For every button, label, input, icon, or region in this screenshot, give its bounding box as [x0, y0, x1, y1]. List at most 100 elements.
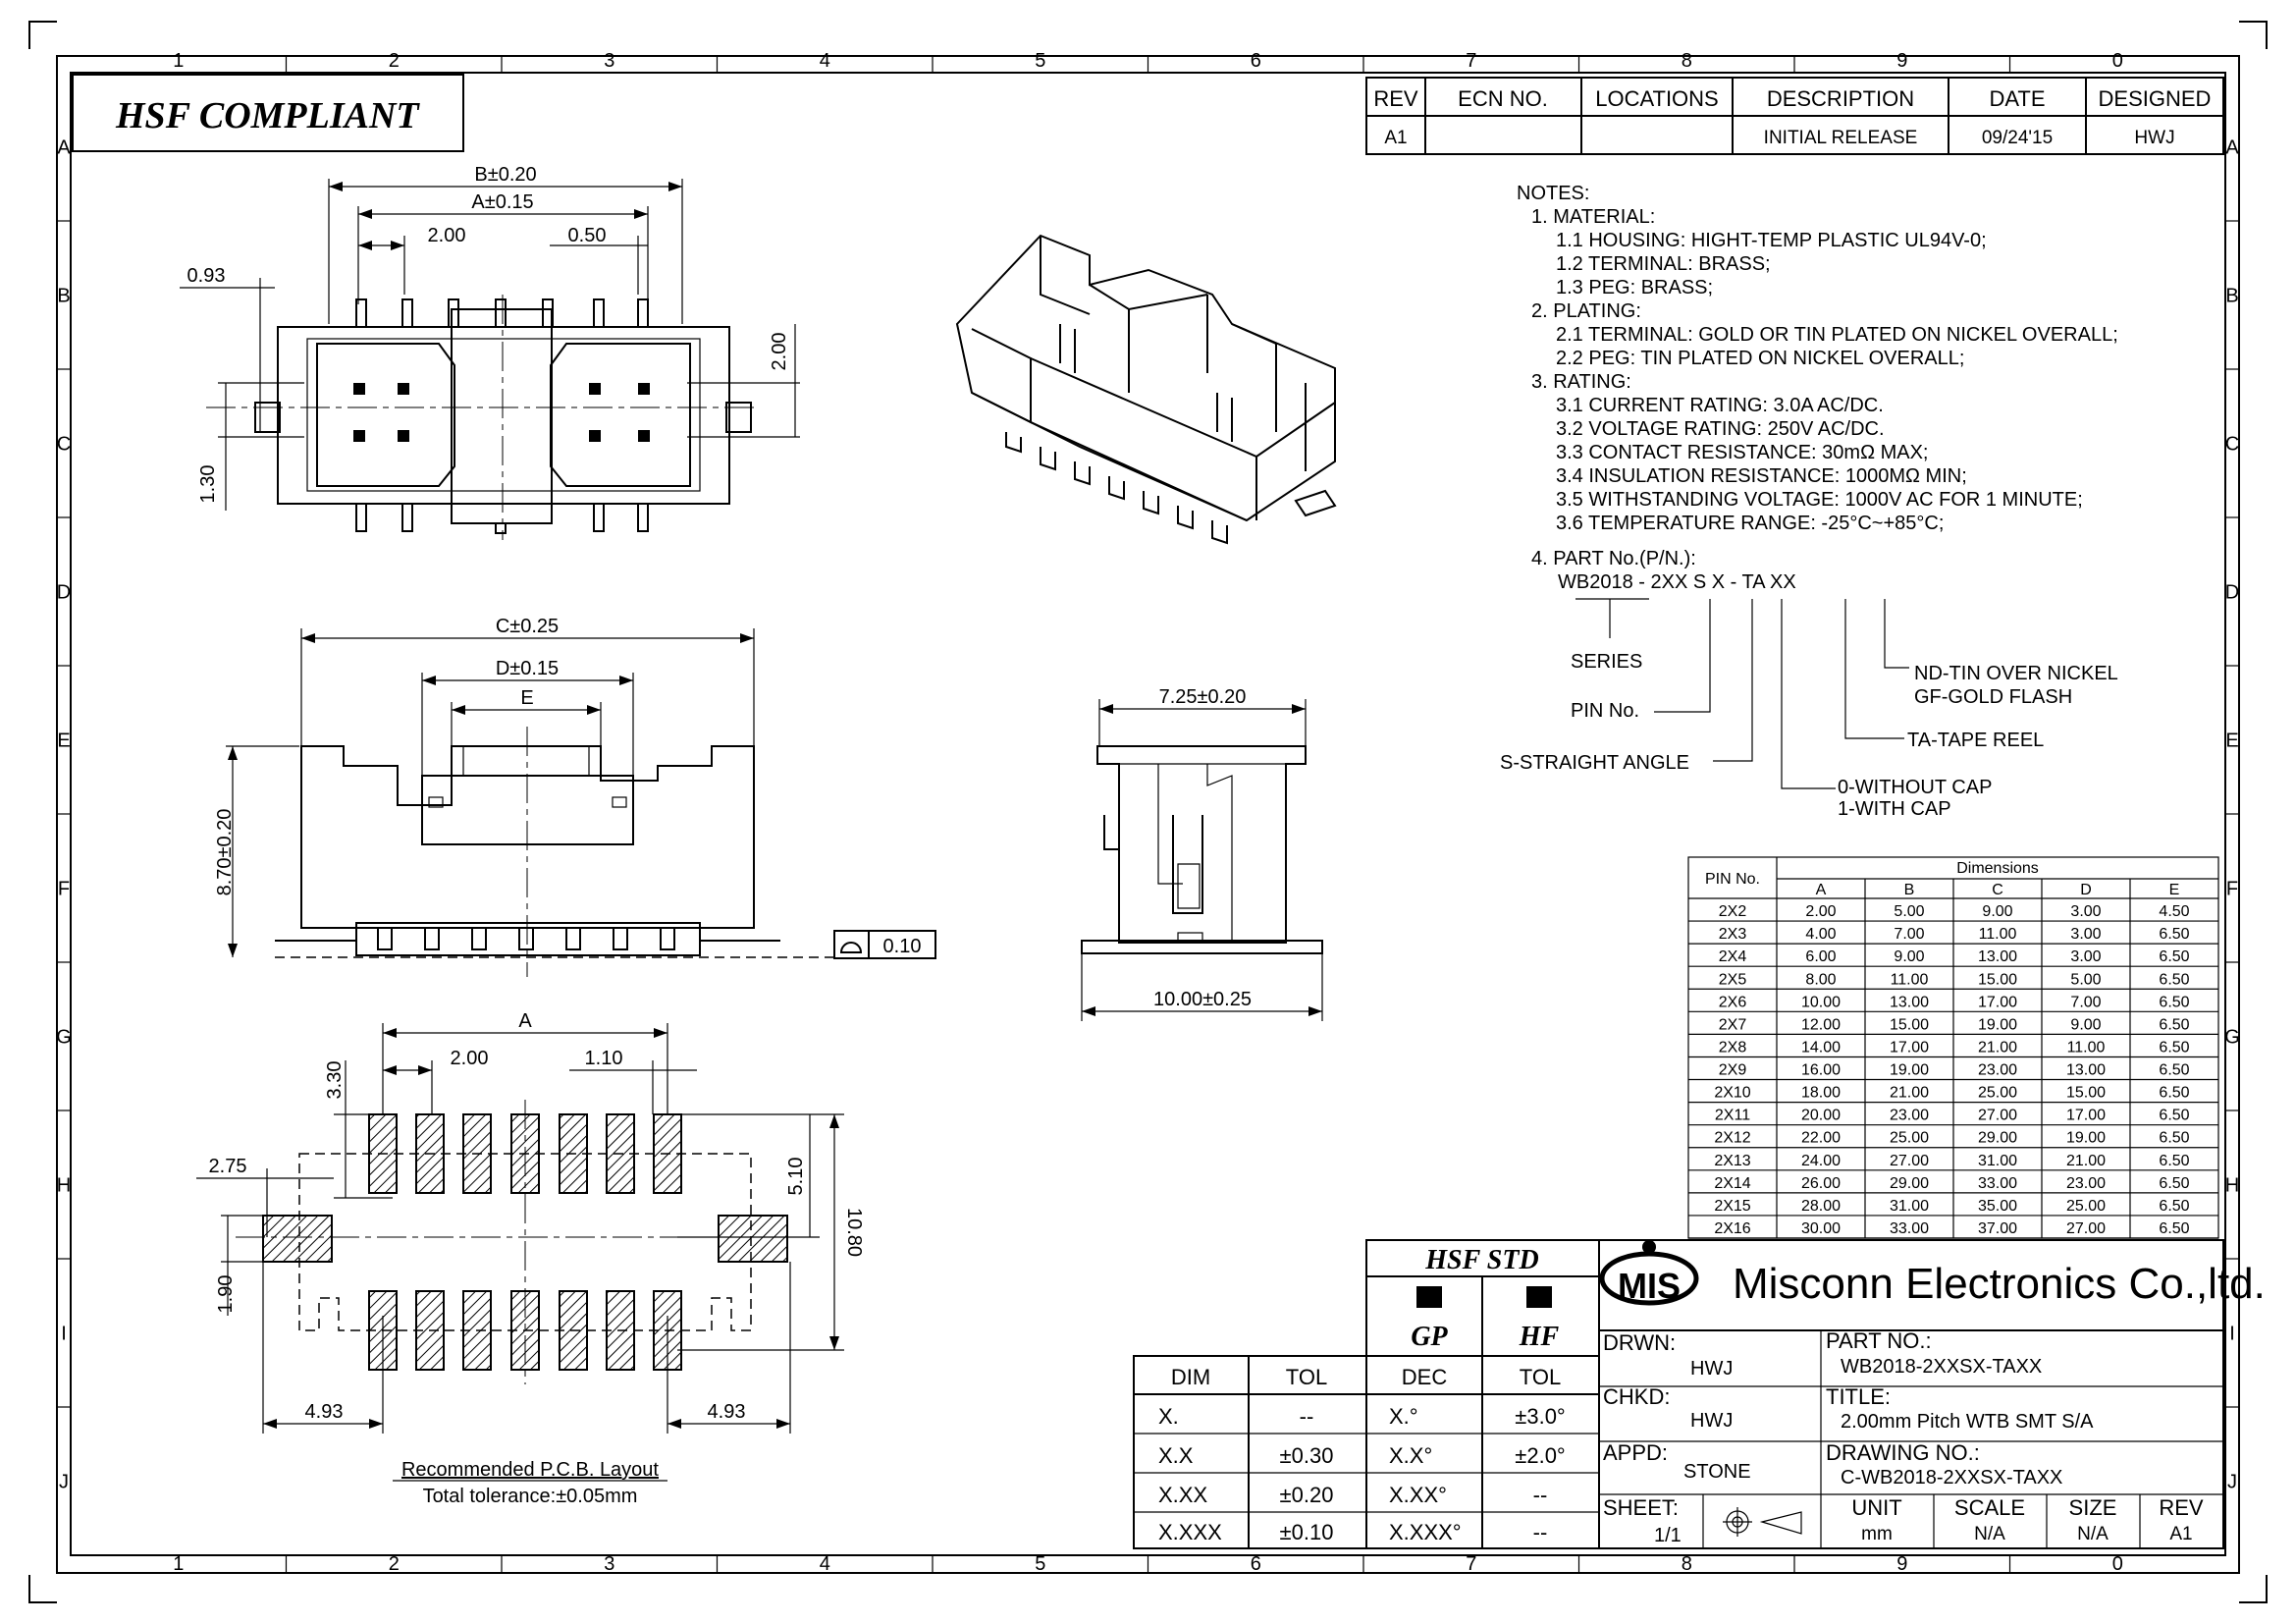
dimension-table-cell: 11.00	[1891, 971, 1929, 988]
dimension-table-cell: 20.00	[1801, 1108, 1841, 1124]
part-no-value: WB2018-2XXSX-TAXX	[1841, 1356, 2042, 1378]
dimension-table-cell: 2X15	[1714, 1198, 1750, 1215]
dim-pitch-top: 2.00	[428, 225, 466, 246]
dimension-column-header: B	[1904, 882, 1915, 898]
legend-tape: TA-TAPE REEL	[1907, 730, 2044, 751]
dimension-table-cell: 9.00	[1894, 948, 1924, 965]
zone-row-label-left: B	[57, 286, 70, 307]
unit-label: UNIT	[1851, 1495, 1901, 1520]
zone-column-label-bottom: 2	[389, 1553, 400, 1575]
zone-column-label-top: 5	[1035, 50, 1045, 72]
sheet-label: SHEET:	[1603, 1495, 1679, 1520]
dimension-table-cell: 4.50	[2159, 903, 2189, 920]
tol-cell: X.X	[1158, 1443, 1194, 1468]
notes-line-1: 1. MATERIAL:	[1531, 206, 1655, 228]
dimension-table-cell: 21.00	[1978, 1039, 2017, 1056]
notes-line-0: NOTES:	[1517, 183, 1589, 204]
chkd-value: HWJ	[1690, 1410, 1733, 1432]
dimension-table-cell: 19.00	[2066, 1130, 2106, 1147]
part-code: WB2018 - 2XX S X - TA XX	[1558, 571, 1796, 593]
tol-header-dec: DEC	[1402, 1365, 1448, 1389]
notes-line-6: 2.1 TERMINAL: GOLD OR TIN PLATED ON NICK…	[1556, 324, 2118, 346]
zone-column-label-top: 2	[389, 50, 400, 72]
chkd-label: CHKD:	[1603, 1384, 1670, 1409]
dim-inner: 5.10	[785, 1158, 807, 1196]
pcb-tolerance: Total tolerance:±0.05mm	[423, 1486, 638, 1507]
gp-label: GP	[1411, 1322, 1448, 1352]
zone-row-label-left: C	[57, 434, 71, 456]
designed-value: HWJ	[2134, 128, 2174, 148]
flatness-value: 0.10	[883, 936, 922, 957]
dim-total: 10.80	[843, 1208, 865, 1257]
dimensions-title: Dimensions	[1956, 860, 2039, 877]
pcb-caption: Recommended P.C.B. Layout	[401, 1459, 659, 1481]
dimension-table-cell: 21.00	[1890, 1085, 1929, 1102]
tol-cell: X.XX	[1158, 1483, 1207, 1507]
zone-row-label-right: I	[2229, 1324, 2235, 1345]
tol-cell: ±2.0°	[1515, 1443, 1565, 1468]
dimension-table-cell: 5.00	[1894, 903, 1924, 920]
rev-value: A1	[1384, 128, 1407, 148]
notes-line-12: 3.4 INSULATION RESISTANCE: 1000MΩ MIN;	[1556, 465, 1967, 487]
rev-value-tb: A1	[2169, 1524, 2192, 1544]
tol-cell: ±0.10	[1280, 1520, 1334, 1544]
dimension-column-header: E	[2169, 882, 2180, 898]
dimension-table-cell: 6.00	[1805, 948, 1836, 965]
designed-header: DESIGNED	[2099, 86, 2212, 111]
date-header: DATE	[1989, 86, 2045, 111]
front-view-drawing: C±0.25 D±0.15 E 8.70±0.20	[214, 616, 936, 977]
dimension-table-cell: 28.00	[1801, 1198, 1841, 1215]
dimension-table-cell: 15.00	[2066, 1085, 2106, 1102]
dimension-table-cell: 7.00	[1894, 926, 1924, 943]
dimension-table-cell: 25.00	[1978, 1085, 2017, 1102]
zone-row-label-right: F	[2226, 879, 2238, 900]
dim-depth: 7.25±0.20	[1159, 686, 1247, 708]
dimension-table-cell: 29.00	[1978, 1130, 2017, 1147]
zone-column-label-top: 1	[173, 50, 184, 72]
title-value: 2.00mm Pitch WTB SMT S/A	[1841, 1411, 2094, 1433]
notes-line-8: 3. RATING:	[1531, 371, 1631, 393]
dimension-table-cell: 23.00	[2066, 1175, 2106, 1192]
tol-cell: --	[1300, 1404, 1314, 1429]
hsf-compliant-box: HSF COMPLIANT	[72, 74, 464, 152]
size-value: N/A	[2077, 1524, 2109, 1544]
zone-column-label-bottom: 3	[604, 1553, 614, 1575]
description-header: DESCRIPTION	[1767, 86, 1914, 111]
notes-line-13: 3.5 WITHSTANDING VOLTAGE: 1000V AC FOR 1…	[1556, 489, 2083, 511]
dimension-table-cell: 2X10	[1714, 1085, 1750, 1102]
title-block: MIS Misconn Electronics Co.,ltd. DRWN: H…	[1598, 1239, 2266, 1549]
dimension-table-cell: 29.00	[1890, 1175, 1929, 1192]
zone-column-label-top: 0	[2112, 50, 2123, 72]
mis-logo: MIS	[1599, 1240, 1699, 1306]
title-label: TITLE:	[1826, 1384, 1891, 1409]
dimension-table-cell: 18.00	[1801, 1085, 1841, 1102]
zone-row-label-right: A	[2225, 137, 2239, 159]
tol-cell: X.XXX°	[1389, 1520, 1462, 1544]
dimension-table-cell: 6.50	[2159, 1039, 2189, 1056]
tolerance-table: HSF STD GP HF DIM TOL DEC TOL X. -- X.° …	[1133, 1239, 1600, 1549]
dimension-table-cell: 9.00	[2070, 1016, 2101, 1033]
top-view-drawing: B±0.20 A±0.15 2.00 0.50 0.93 2.00 1.30	[180, 164, 800, 540]
zone-row-label-left: I	[61, 1324, 67, 1345]
tol-cell: X.X°	[1389, 1443, 1432, 1468]
hf-square-icon	[1526, 1286, 1552, 1308]
tol-header-tol: TOL	[1286, 1365, 1327, 1389]
dimension-table-cell: 27.00	[1978, 1108, 2017, 1124]
appd-value: STONE	[1683, 1461, 1751, 1483]
dimension-table-cell: 13.00	[1978, 948, 2017, 965]
zone-row-label-right: B	[2225, 286, 2238, 307]
zone-row-label-right: C	[2225, 434, 2239, 456]
zone-row-label-left: D	[57, 582, 71, 604]
dimension-table-cell: 2X2	[1719, 903, 1747, 920]
dimension-table-cell: 25.00	[1890, 1130, 1929, 1147]
dimension-table-cell: 15.00	[1890, 1016, 1929, 1033]
zone-column-label-top: 3	[604, 50, 614, 72]
rev-label: REV	[2159, 1495, 2204, 1520]
dimension-table-cell: 11.00	[2067, 1039, 2106, 1056]
dim-a-top: A±0.15	[471, 191, 533, 213]
notes-line-11: 3.3 CONTACT RESISTANCE: 30mΩ MAX;	[1556, 442, 1928, 463]
notes-block: NOTES: 1. MATERIAL: 1.1 HOUSING: HIGHT-T…	[1500, 183, 2118, 820]
dimension-table-cell: 6.50	[2159, 1130, 2189, 1147]
